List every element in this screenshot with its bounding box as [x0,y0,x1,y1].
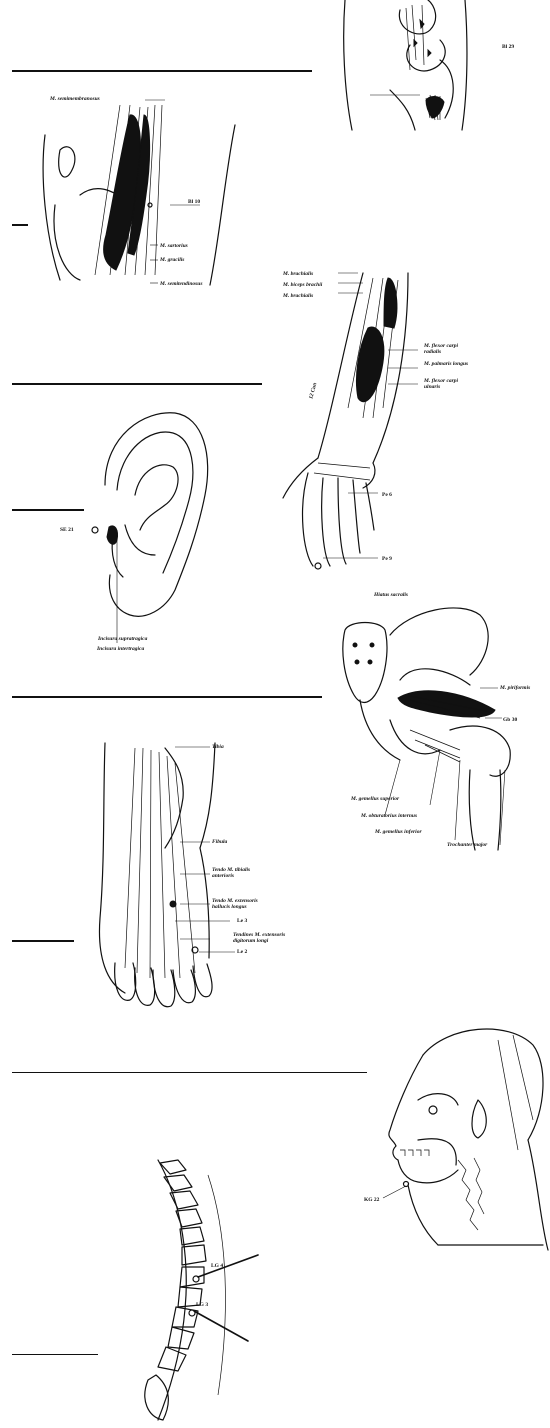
label-tendines-extensoris-digitorum: Tendines M. extensoris digitorum longi [233,932,289,944]
margin-mark [12,940,74,942]
spine-illustration [118,1155,263,1427]
label-tendo-extensoris-hallucis: Tendo M. extensoris hallucis longus [212,898,268,910]
section-rule [12,696,322,698]
label-lg4: LG 4 [211,1263,223,1269]
label-kg22: KG 22 [364,1197,379,1203]
label-bl29: Bl 29 [502,44,514,50]
label-m-gracilis: M. gracilis [160,257,184,263]
label-m-gemellus-inferior: M. gemellus inferior [375,829,422,835]
label-le2: Le 2 [237,949,247,955]
label-se21: SE 21 [60,527,74,533]
label-pe9: Pe 9 [382,556,392,562]
label-m-palmaris-longus: M. palmaris longus [424,361,470,367]
ear-illustration [85,405,215,635]
label-m-semitendinosus: M. semitendinosus [160,281,202,287]
margin-mark [12,509,84,511]
margin-mark [12,1354,98,1355]
section-rule [12,70,312,72]
hip-back-illustration [340,0,480,135]
label-gb30: Gb 30 [503,717,517,723]
label-tibia: Tibia [212,744,224,750]
label-fibula: Fibula [212,839,227,845]
label-m-brachialis-2: M. brachialis [283,293,313,299]
section-rule [12,383,262,385]
label-m-brachialis: M. brachialis [283,271,313,277]
label-m-semimembranosus: M. semimembranosus [50,96,100,102]
label-le3: Le 3 [237,918,247,924]
label-tendo-tibialis-anterioris: Tendo M. tibialis anterioris [212,867,264,879]
head-illustration [378,1020,548,1252]
label-m-flexor-carpi-ulnaris: M. flexor carpi ulnaris [424,378,472,390]
label-hiatus-sacralis: Hiatus sacralis [374,592,408,598]
label-m-sartorius: M. sartorius [160,243,188,249]
label-lg3: LG 3 [196,1302,208,1308]
label-m-flexor-carpi-radialis: M. flexor carpi radialis [424,343,472,355]
label-m-obturatorius-internus: M. obturatorius internus [361,813,417,819]
knee-illustration [40,95,240,285]
label-m-biceps-brachii: M. biceps brachii [283,282,322,288]
section-rule [12,1072,367,1073]
label-incisura-supratragica: Incisura supratragica [98,636,147,642]
label-m-piriformis: M. piriformis [500,685,530,691]
forearm-illustration [278,268,428,570]
label-m-gemellus-superior: M. gemellus superior [351,796,399,802]
label-pe6: Pe 6 [382,492,392,498]
margin-mark [12,224,28,226]
label-trochanter-major: Trochanter major [447,842,487,848]
label-incisura-intertragica: Incisura intertragica [97,646,144,652]
label-bl10: Bl 10 [188,199,200,205]
